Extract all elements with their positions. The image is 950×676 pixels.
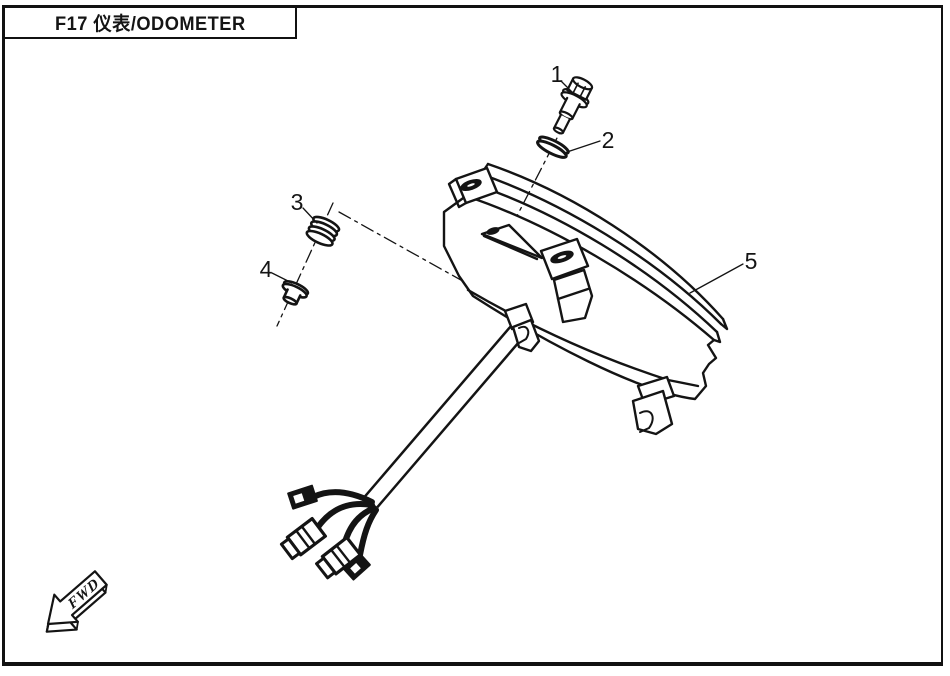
callout-3: 3 [291, 189, 304, 215]
page-title: F17 仪表/ODOMETER [54, 14, 246, 35]
callout-4: 4 [260, 256, 273, 282]
fwd-arrow: FWD [45, 570, 108, 633]
wire-cable [363, 313, 535, 509]
mounting-stud-left [503, 302, 541, 353]
grommet-part [305, 215, 341, 247]
mounting-stud-right [631, 375, 676, 436]
callout-1: 1 [551, 61, 564, 87]
page-border [2, 5, 943, 666]
bolt-part [552, 76, 594, 135]
title-block: F17 仪表/ODOMETER [3, 6, 297, 39]
callout-5: 5 [745, 248, 758, 274]
connector-3 [315, 535, 362, 580]
nut-part [281, 280, 310, 306]
leader-lines [271, 80, 744, 294]
connector-4 [343, 553, 371, 581]
connector-2 [279, 516, 327, 561]
connector-1 [287, 484, 318, 510]
wire-harness [279, 484, 379, 581]
callout-2: 2 [602, 127, 615, 153]
boss-slot-mid [550, 250, 574, 264]
boss-slot-upper [460, 178, 482, 192]
washer-part [535, 135, 570, 159]
odometer-assembly [442, 162, 729, 401]
bracket-detail [480, 223, 544, 261]
centerline-grommet-axis [276, 202, 334, 327]
centerline-mount-axis [338, 211, 469, 285]
